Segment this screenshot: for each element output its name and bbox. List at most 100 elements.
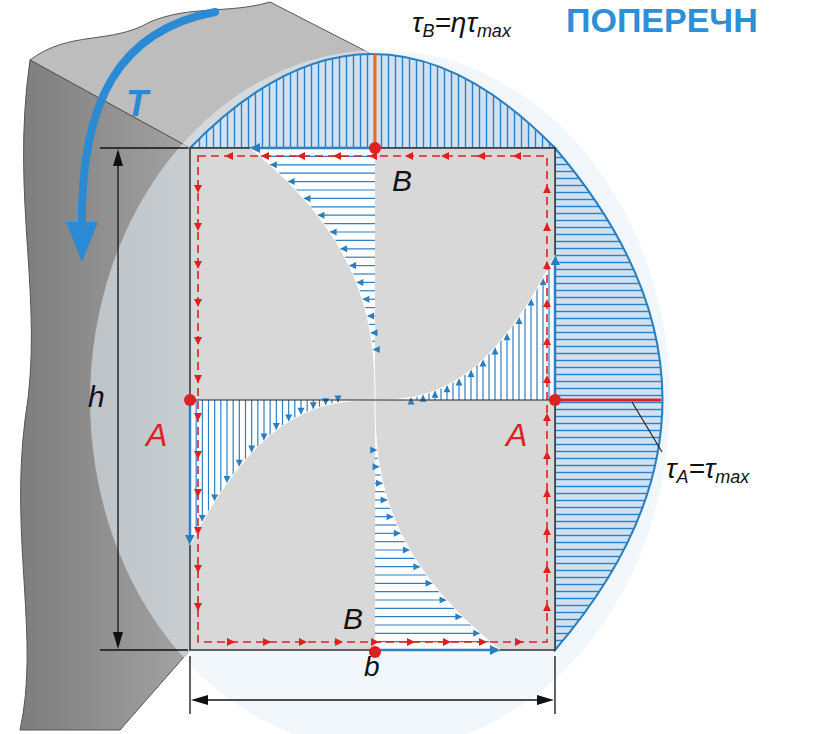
hatch-line: [375, 608, 454, 609]
hatch-line: [375, 558, 415, 559]
shear-arrowhead: [543, 451, 551, 459]
arrowhead: [440, 597, 447, 604]
hatch-line: [375, 624, 471, 625]
hatch-line: [452, 382, 453, 400]
point-label: B: [343, 602, 363, 635]
stress-diagram-top: [190, 54, 555, 148]
hatch-line: [524, 308, 525, 400]
hatch-line: [494, 347, 495, 400]
dimension-label: h: [88, 380, 105, 413]
hatch-line: [512, 325, 513, 400]
hatch-line: [189, 400, 192, 545]
stress-distributions: [185, 143, 560, 655]
shear-arrowhead: [543, 527, 551, 535]
point-label: A: [146, 418, 167, 453]
hatch-line: [307, 400, 308, 412]
stress-diagram-right: [555, 148, 663, 650]
shear-arrowhead: [543, 185, 551, 193]
hatch-line: [554, 255, 557, 400]
arrowhead: [373, 346, 380, 353]
arrowhead: [373, 463, 380, 470]
stress-curve: [190, 400, 375, 545]
hatch-line: [500, 341, 501, 400]
shear-arrowhead: [261, 152, 269, 160]
arrowhead: [370, 447, 377, 454]
hatch-line: [324, 223, 375, 224]
shear-flow-line: [198, 156, 547, 642]
shear-arrowhead: [543, 603, 551, 611]
hatch-line: [282, 400, 283, 426]
hatch-line: [375, 591, 439, 592]
hatch-line: [476, 365, 477, 400]
shear-arrowhead: [543, 413, 551, 421]
formula-subscript: B: [422, 21, 434, 41]
arrowhead: [468, 370, 475, 377]
shear-arrowhead: [194, 603, 202, 611]
hatch-line: [311, 206, 375, 207]
shear-arrowhead: [194, 337, 202, 345]
page-heading: ПОПЕРЕЧН: [566, 2, 758, 39]
hatch-line: [250, 147, 375, 150]
shear-arrowhead: [371, 638, 379, 646]
hatch-line: [345, 257, 375, 258]
hatch-line: [464, 374, 465, 400]
hatch-line: [214, 400, 215, 501]
shear-arrowhead: [543, 261, 551, 269]
arrowhead: [473, 630, 480, 637]
shear-arrowhead: [194, 527, 202, 535]
hatch-line: [375, 524, 397, 525]
stress-region: [375, 255, 555, 400]
hatch-line: [294, 400, 295, 418]
stress-curve: [375, 255, 555, 400]
shear-arrowhead: [543, 299, 551, 307]
hatch-line: [245, 400, 246, 459]
hatch-line: [375, 491, 385, 492]
torque-label: T: [126, 84, 148, 124]
shear-arrowhead: [543, 375, 551, 383]
stress-region: [375, 400, 500, 650]
shear-arrowhead: [194, 489, 202, 497]
hatch-line: [303, 198, 375, 199]
dimension-h: [100, 148, 188, 650]
shear-arrowhead: [299, 638, 307, 646]
arrowhead: [370, 329, 377, 336]
shear-arrowhead: [194, 223, 202, 231]
hatch-line: [319, 400, 320, 407]
hatch-line: [288, 181, 375, 182]
shear-arrowhead: [225, 152, 233, 160]
hatch-line: [279, 173, 375, 174]
tau-a-formula: τA=τmax: [666, 452, 749, 489]
leader-line: [632, 402, 662, 452]
hatch-line: [375, 599, 447, 600]
point-dot: [184, 394, 196, 406]
hatch-line: [365, 307, 375, 308]
hatch-line: [536, 289, 537, 400]
hatch-line: [196, 400, 197, 533]
shear-arrowhead: [194, 451, 202, 459]
hatch-line: [375, 474, 381, 475]
shear-arrowhead: [333, 152, 341, 160]
point-label: B: [392, 164, 412, 197]
shear-arrowhead: [335, 638, 343, 646]
shear-arrowhead: [477, 152, 485, 160]
point-dot: [369, 142, 381, 154]
hatch-line: [220, 400, 221, 492]
arrowhead: [270, 161, 277, 168]
shear-arrowhead: [543, 565, 551, 573]
shear-arrowhead: [443, 638, 451, 646]
hatch-line: [488, 354, 489, 400]
hatch-line: [375, 583, 433, 584]
formula-text: =τ: [689, 453, 716, 484]
shear-arrowhead: [515, 638, 523, 646]
hatch-line: [360, 290, 375, 291]
formula-subscript: A: [676, 467, 688, 487]
cross-section: [190, 148, 555, 650]
formula-text: =ητ: [435, 7, 477, 38]
hatch-line: [208, 400, 209, 511]
shear-arrowhead: [194, 565, 202, 573]
arrowhead: [303, 195, 310, 202]
formula-subscript: max: [715, 467, 749, 487]
hatch-line: [233, 400, 234, 475]
formula-subscript: max: [477, 21, 511, 41]
